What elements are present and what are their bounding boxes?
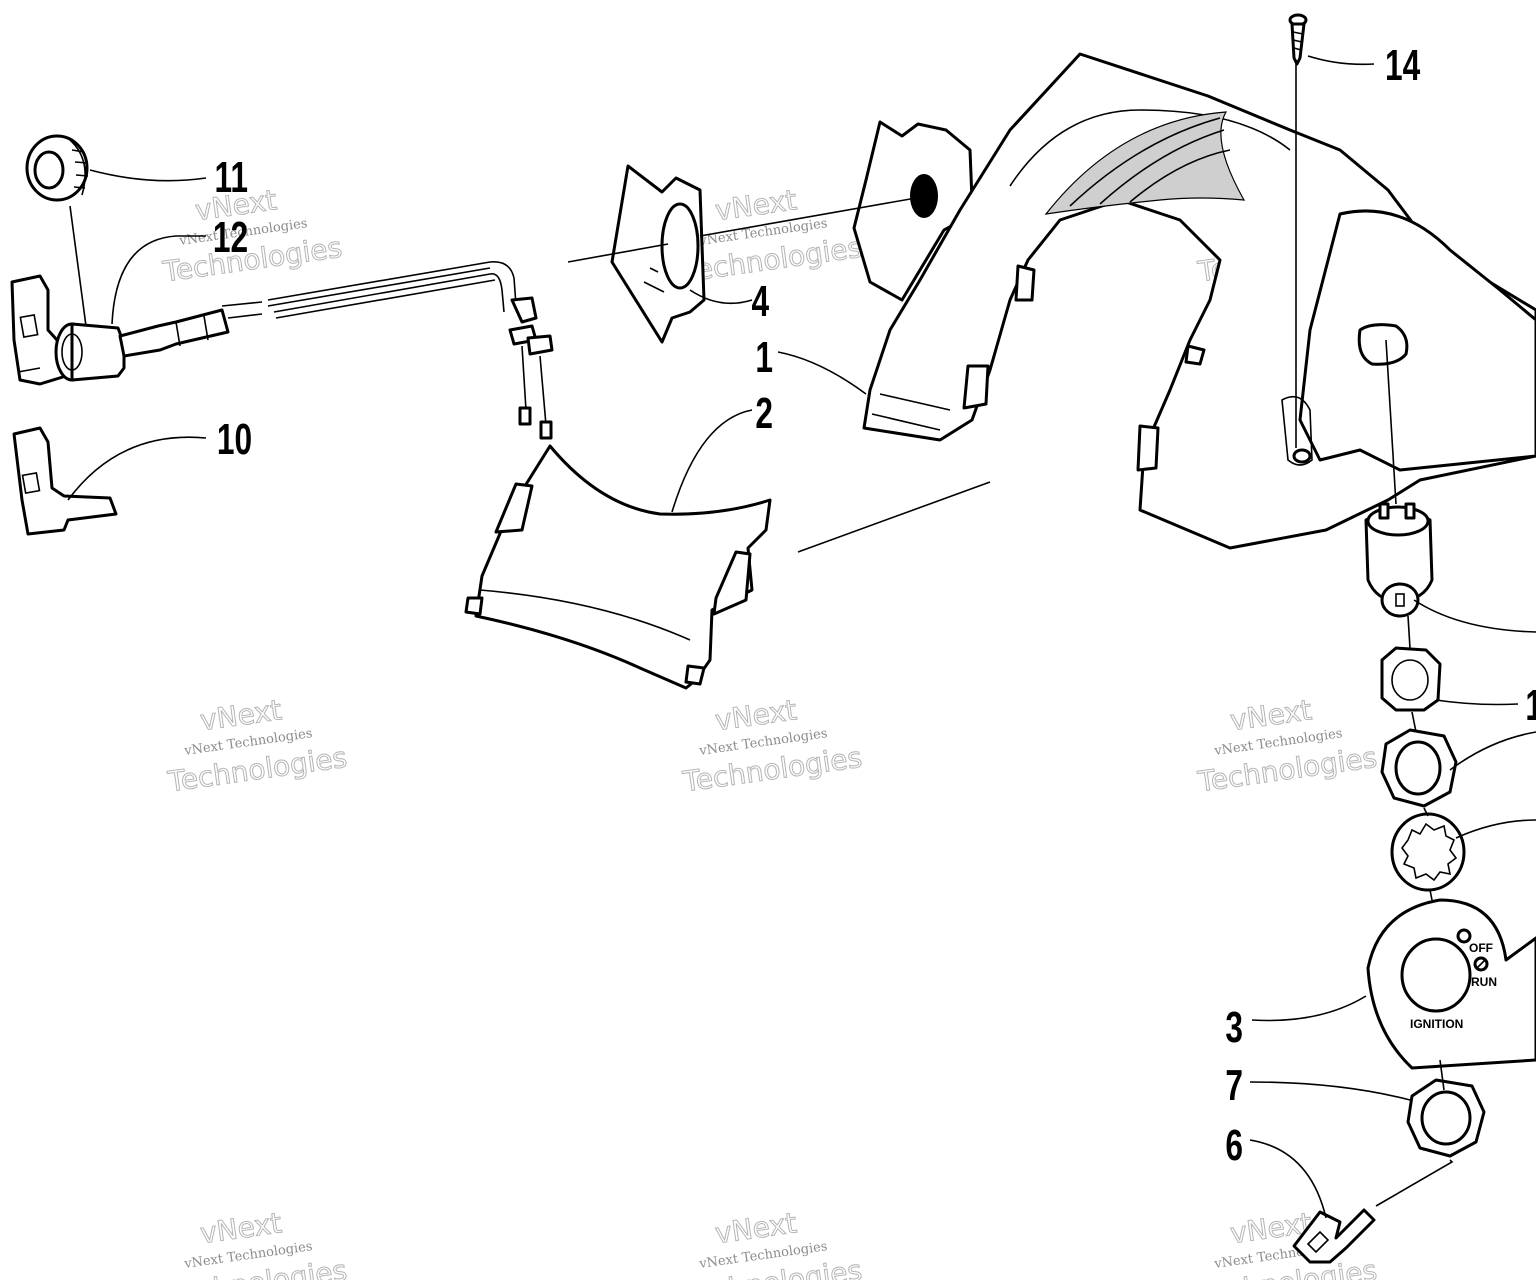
callout-4: 4 bbox=[752, 277, 770, 326]
lock-washer bbox=[1390, 812, 1466, 892]
run-position-label: RUN bbox=[1471, 975, 1497, 989]
part-10-lever bbox=[12, 426, 118, 536]
callout-14: 14 bbox=[1385, 41, 1421, 90]
part-2-center-cover bbox=[464, 444, 772, 690]
ignition-switch-body bbox=[1364, 502, 1434, 618]
part-14-screw bbox=[1288, 13, 1308, 66]
callout-leaders bbox=[67, 55, 1536, 1219]
watermark: vNext vNext Technologies Technologies bbox=[165, 693, 350, 799]
callout-1: 1 bbox=[755, 333, 773, 382]
part-3-ignition-switch-plate: OFF RUN IGNITION bbox=[1366, 898, 1536, 1070]
ignition-label: IGNITION bbox=[1410, 1017, 1463, 1031]
watermark: vNext vNext Technologies Technologies bbox=[680, 693, 865, 799]
callout-7: 7 bbox=[1225, 1061, 1243, 1110]
part-4-decal bbox=[610, 164, 706, 344]
svg-text:vNext: vNext bbox=[198, 693, 284, 737]
callout-11: 11 bbox=[215, 153, 248, 202]
svg-text:vNext: vNext bbox=[198, 1206, 284, 1250]
part-6-key bbox=[1292, 1208, 1376, 1264]
watermark: vNext vNext Technologies Technologies bbox=[1195, 693, 1380, 799]
svg-text:vNext: vNext bbox=[1228, 693, 1314, 737]
off-position-label: OFF bbox=[1469, 941, 1493, 955]
svg-text:vNext: vNext bbox=[713, 693, 799, 737]
part-7-hex-nut bbox=[1406, 1078, 1486, 1158]
svg-text:vNext: vNext bbox=[713, 1206, 799, 1250]
part-11-knurled-nut bbox=[25, 134, 89, 202]
part-12-throttle-cable-assembly bbox=[10, 261, 554, 440]
callout-10: 10 bbox=[217, 415, 252, 464]
callout-12: 12 bbox=[213, 213, 248, 262]
callout-partial: 1 bbox=[1525, 681, 1536, 730]
callout-3: 3 bbox=[1225, 1003, 1243, 1052]
explode-lines bbox=[69, 60, 1454, 1207]
hex-nut-upper bbox=[1380, 728, 1458, 808]
collar bbox=[1380, 646, 1442, 712]
callout-numbers: 14 11 12 4 1 2 10 1 3 7 6 bbox=[213, 41, 1536, 1170]
callout-2: 2 bbox=[755, 389, 773, 438]
part-1-console-housing bbox=[852, 52, 1536, 550]
callout-6: 6 bbox=[1225, 1121, 1243, 1170]
watermark: vNext vNext Technologies Technologies bbox=[165, 1206, 350, 1280]
watermark: vNext vNext Technologies Technologies bbox=[680, 1206, 865, 1280]
watermark: vNext vNext Technologies Technologies bbox=[160, 183, 345, 289]
